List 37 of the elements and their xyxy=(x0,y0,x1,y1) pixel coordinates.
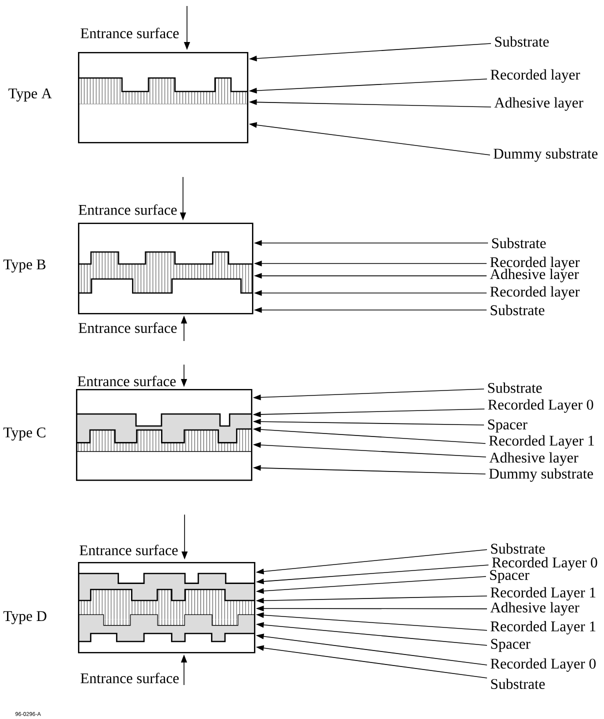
layer-label: Dummy substrate xyxy=(494,148,598,162)
layer-label: Recorded layer xyxy=(490,69,580,83)
layer-label: Recorded layer xyxy=(490,286,580,300)
layer-label: Recorded Layer 0 xyxy=(492,557,598,571)
entrance-label: Entrance surface xyxy=(80,672,179,684)
layer-label: Substrate xyxy=(490,304,544,316)
entrance-label: Entrance surface xyxy=(80,28,179,38)
disc-cross-section xyxy=(76,389,252,481)
layer-label: Recorded Layer 1 xyxy=(490,620,596,634)
type-label: Type A xyxy=(8,88,52,102)
layer-label: Spacer xyxy=(490,570,530,583)
layer-label: Substrate xyxy=(491,543,545,554)
layer-label: Recorded Layer 0 xyxy=(488,399,594,413)
type-label: Type D xyxy=(3,611,46,624)
disc-cross-section xyxy=(78,52,248,144)
layer-label: Adhesive layer xyxy=(494,97,584,111)
layer-label: Adhesive layer xyxy=(490,268,579,282)
layer-label: Adhesive layer xyxy=(489,452,578,466)
layer-label: Recorded Layer 1 xyxy=(490,587,596,601)
disc-cross-section xyxy=(78,222,254,314)
entrance-label: Entrance surface xyxy=(78,322,177,333)
entrance-label: Entrance surface xyxy=(78,204,177,215)
layer-label: Substrate xyxy=(495,36,549,47)
disc-cross-section xyxy=(78,562,256,654)
layer-label: Substrate xyxy=(488,382,542,393)
type-label: Type C xyxy=(3,428,46,440)
layer-label: Dummy substrate xyxy=(489,468,593,482)
layer-label: Substrate xyxy=(492,238,546,248)
type-label: Type B xyxy=(3,260,46,272)
layer-label: Adhesive layer xyxy=(490,602,580,616)
layer-label: Spacer xyxy=(488,420,528,432)
entrance-label: Entrance surface xyxy=(78,376,176,386)
layer-label: Spacer xyxy=(491,638,530,652)
layer-label: Recorded Layer 1 xyxy=(489,435,594,449)
layer-label: Substrate xyxy=(491,678,545,689)
entrance-label: Entrance surface xyxy=(80,544,178,556)
layer-label: Recorded Layer 0 xyxy=(490,658,596,672)
